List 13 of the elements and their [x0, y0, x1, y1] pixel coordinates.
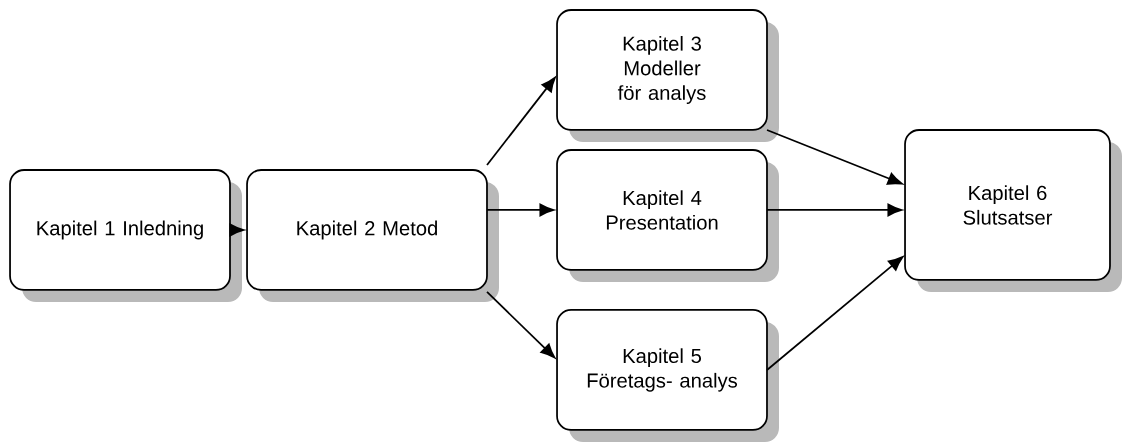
arrow [766, 129, 903, 185]
arrow [766, 256, 904, 371]
arrow [486, 203, 555, 217]
chapter-box: Kapitel 2 Metod [246, 169, 499, 302]
arrow [766, 203, 903, 217]
chapter-box: Kapitel 1 Inledning [9, 169, 242, 302]
chapter-box: Kapitel 6 Slutsatser [904, 129, 1122, 292]
chapter-box: Kapitel 4 Presentation [556, 149, 779, 282]
chapter-box: Kapitel 5 Företags- analys [556, 309, 779, 442]
chapter-box: Kapitel 3 Modeller för analys [556, 9, 779, 142]
arrow [486, 76, 556, 166]
arrow [486, 291, 556, 359]
arrow [229, 223, 245, 237]
